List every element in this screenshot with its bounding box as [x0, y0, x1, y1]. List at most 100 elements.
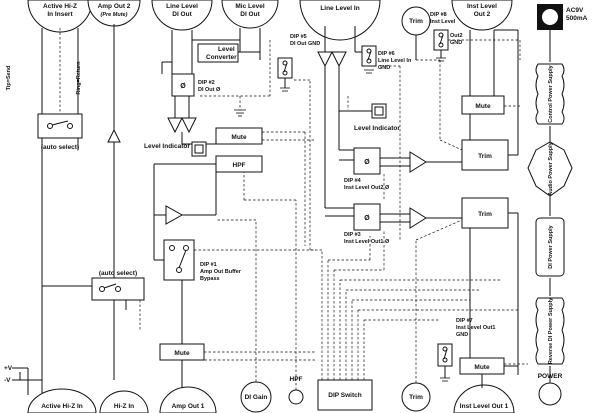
label-hiz-in: Hi-Z In [114, 403, 134, 410]
line-level-in-section [277, 26, 417, 208]
label-dip6-3: GND [378, 65, 390, 71]
dip-switch-box[interactable] [317, 379, 373, 411]
di-out-section: Ø [153, 28, 263, 388]
label-trim-bottom: Trim [409, 394, 423, 401]
auto-select-bottom-box [91, 277, 145, 301]
label-mute-bottom-right: Mute [474, 364, 490, 371]
label-dip6-2: Line Level In [378, 58, 412, 64]
inst-out1-driver [409, 207, 427, 229]
label-amp-out-2-2: (Pre Mute) [101, 12, 128, 18]
jack-hiz-in [99, 390, 149, 413]
mute-box-left [215, 127, 263, 145]
label-dip7-1: DIP #7 [456, 318, 473, 324]
label-amp-out-2-1: Amp Out 2 [98, 3, 131, 10]
power-supply-rail [527, 30, 573, 406]
hpf-knob[interactable] [288, 389, 304, 405]
label-ring-return: Ring=Return [76, 61, 82, 95]
left-section-wiring [12, 24, 145, 395]
inst-out2-phase-symbol: Ø [364, 159, 370, 166]
label-ac9v-1: AC9V [566, 7, 584, 14]
label-inst-out2-1: Inst Level [467, 3, 497, 10]
jack-mic-level-di-out [221, 0, 279, 29]
label-dip7-3: GND [456, 332, 468, 338]
dip1-switch[interactable] [163, 239, 195, 281]
top-connector-labels: Active Hi-Z In Insert Amp Out 2 (Pre Mut… [43, 3, 588, 25]
trim-box-mid [461, 139, 509, 171]
di-power-supply [535, 217, 565, 277]
inst-out-section: Ø Ø [325, 29, 519, 388]
label-control-ps: Control Power Supply [548, 64, 554, 122]
label-dip4-1: DIP #4 [344, 178, 362, 184]
di-driver-triangle-b [181, 117, 197, 134]
label-plus-v: +V [4, 365, 13, 372]
label-level-converter-2: Converter [206, 54, 237, 61]
label-mute-bottom-left: Mute [174, 350, 190, 357]
label-inst-level-out1: Inst Level Out 1 [460, 403, 509, 410]
label-dip8-3: Out2 [450, 33, 463, 39]
amp-out-2-buffer [107, 128, 121, 143]
jack-line-level-in [299, 0, 381, 41]
control-dash-lines [194, 39, 528, 390]
ground-symbols [234, 69, 374, 117]
label-mic-di-1: Mic Level [235, 3, 264, 10]
label-dip1-1: DIP #1 [200, 262, 217, 268]
label-dip7-2: Inst Level Out1 [456, 325, 495, 331]
label-di-gain: DI Gain [245, 394, 268, 401]
di-out-phase-box [171, 73, 195, 97]
label-level-indicator-left: Level Indicator [144, 143, 190, 150]
label-trim-top: Trim [409, 18, 423, 25]
label-dip5-1: DIP #5 [290, 34, 307, 40]
label-dip-switch: DIP Switch [328, 392, 362, 399]
label-active-hiz-2: In Insert [47, 11, 73, 18]
auto-select-top-box [37, 113, 83, 139]
label-dip2-1: DIP #2 [198, 80, 215, 86]
label-dip1-2: Amp Out Buffer [200, 269, 242, 275]
label-active-hiz-1: Active Hi-Z [43, 3, 77, 10]
jack-amp-out-1 [159, 386, 217, 413]
level-converter-box [197, 43, 239, 63]
label-trim-low: Trim [478, 211, 492, 218]
audio-power-supply [527, 141, 573, 197]
label-dip6-1: DIP #6 [378, 51, 395, 57]
label-power: POWER [538, 373, 563, 380]
label-inst-out2-2: Out 2 [474, 11, 491, 18]
label-tip-send: Tip=Send [6, 66, 12, 91]
label-dip3-1: DIP #3 [344, 232, 361, 238]
label-line-level-in: Line Level In [320, 5, 359, 12]
label-amp-out-1: Amp Out 1 [172, 403, 205, 410]
label-ac9v-2: 500mA [566, 15, 588, 22]
di-out-phase-symbol: Ø [180, 83, 186, 90]
inst-out1-phase-symbol: Ø [364, 215, 370, 222]
label-dip8-2: Inst Level [430, 19, 456, 25]
label-hpf-box: HPF [233, 162, 246, 169]
bottom-connectors [27, 379, 515, 413]
label-dip8-4: GND [450, 40, 462, 46]
label-level-indicator-right: Level Indicator [354, 125, 400, 132]
jack-inst-level-out-1 [453, 384, 515, 413]
label-auto-select-top: (auto select) [41, 144, 79, 151]
reverse-di-power-supply [535, 297, 565, 365]
label-line-di-2: DI Out [172, 11, 192, 18]
label-mic-di-2: DI Out [240, 11, 260, 18]
label-dip8-1: DIP #8 [430, 12, 447, 18]
amp-buffer-triangle [165, 205, 184, 225]
line-in-triangle-b [331, 51, 347, 68]
label-line-di-1: Line Level [166, 3, 198, 10]
inst-out2-driver [409, 151, 427, 173]
label-auto-select-bottom: (auto select) [99, 270, 137, 277]
inst-out1-phase-box [353, 203, 381, 231]
label-trim-mid: Trim [478, 153, 492, 160]
trim-box-low [461, 197, 509, 229]
label-audio-ps: Audio Power Supply [548, 141, 554, 195]
label-mute-left: Mute [231, 134, 247, 141]
line-in-triangle-a [317, 51, 333, 68]
top-connectors [27, 0, 563, 41]
ac9v-jack-hole [542, 9, 558, 25]
jack-inst-level-out-2 [451, 0, 513, 31]
label-level-converter-1: Level [218, 46, 235, 53]
label-minus-v: -V [4, 377, 11, 384]
jack-amp-out-2 [87, 0, 141, 27]
jack-line-level-di-out [151, 0, 213, 31]
mute-box-right [461, 95, 505, 115]
